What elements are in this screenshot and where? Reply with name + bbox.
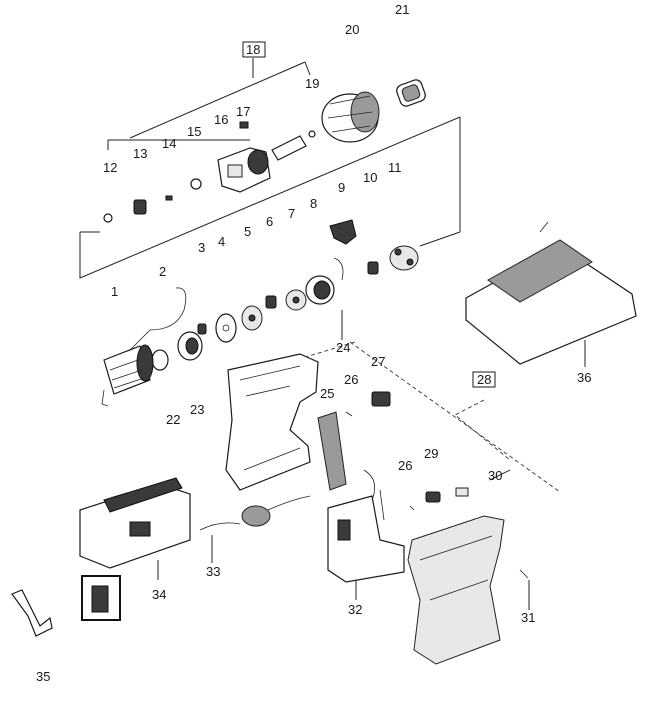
part-35-drawing: [11, 589, 53, 637]
part-number-labels: 1 2 3 4 5 6 7 8 9 10 11 12 13 14 15 16 1…: [36, 2, 591, 684]
part-24-drawing: [333, 257, 344, 281]
label-1: 1: [111, 284, 118, 299]
part-14-drawing: [165, 195, 173, 201]
battery-warning-icon: [81, 575, 121, 621]
part-32-drawing: [327, 469, 405, 583]
part-26a-drawing: [345, 411, 353, 417]
part-13-drawing: [133, 199, 147, 215]
label-12: 12: [103, 160, 117, 175]
label-23: 23: [190, 402, 204, 417]
label-36: 36: [577, 370, 591, 385]
part-8-drawing: [305, 275, 335, 305]
part-12-drawing: [103, 213, 113, 223]
label-34: 34: [152, 587, 166, 602]
label-26-b: 26: [398, 458, 412, 473]
label-18: 18: [246, 42, 260, 57]
label-29: 29: [424, 446, 438, 461]
part-25-drawing: [225, 353, 319, 491]
part-33-drawing: [199, 495, 311, 531]
label-35: 35: [36, 669, 50, 684]
label-10: 10: [363, 170, 377, 185]
group-28-box: [472, 371, 496, 388]
label-14: 14: [162, 136, 176, 151]
part-31-drawing: [519, 569, 529, 579]
label-21: 21: [395, 2, 409, 17]
part-5-drawing: [241, 305, 263, 331]
label-32: 32: [348, 602, 362, 617]
part-34-drawing: [79, 477, 191, 569]
label-9: 9: [338, 180, 345, 195]
leader-lines: [79, 58, 586, 610]
label-16: 16: [214, 112, 228, 127]
label-20: 20: [345, 22, 359, 37]
part-3-drawing: [197, 323, 207, 335]
part-30-housing-drawing: [407, 515, 505, 665]
label-11: 11: [388, 160, 402, 175]
part-9-drawing: [329, 219, 357, 245]
part-21-drawing: [396, 79, 426, 107]
label-27: 27: [371, 354, 385, 369]
part-29-drawing: [425, 491, 441, 503]
label-24: 24: [336, 340, 350, 355]
label-19: 19: [305, 76, 319, 91]
label-13: 13: [133, 146, 147, 161]
part-22-drawing: [151, 349, 169, 371]
label-28: 28: [477, 372, 491, 387]
part-20-drawing: [321, 91, 380, 143]
label-15: 15: [187, 124, 201, 139]
label-33: 33: [206, 564, 220, 579]
label-25: 25: [320, 386, 334, 401]
part-17-drawing: [239, 121, 249, 129]
part-25-plate-drawing: [317, 411, 347, 491]
label-17: 17: [236, 104, 250, 119]
part-2-drawing: [129, 287, 187, 351]
part-23-drawing: [177, 331, 203, 361]
group-18-box: [242, 41, 266, 58]
label-2: 2: [159, 264, 166, 279]
part-6-drawing: [265, 295, 277, 309]
part-36-drawing: [465, 221, 637, 365]
part-1-drawing: [101, 344, 154, 407]
part-26b-drawing: [409, 505, 415, 511]
label-5: 5: [244, 224, 251, 239]
part-16-drawing: [217, 147, 271, 193]
label-30: 30: [488, 468, 502, 483]
label-31: 31: [521, 610, 535, 625]
part-4-drawing: [215, 313, 237, 343]
part-27-drawing: [371, 391, 391, 407]
part-19-drawing: [271, 130, 316, 161]
part-30-drawing: [455, 487, 469, 497]
label-22: 22: [166, 412, 180, 427]
label-4: 4: [218, 234, 225, 249]
part-11-drawing: [389, 245, 419, 271]
label-6: 6: [266, 214, 273, 229]
label-3: 3: [198, 240, 205, 255]
parts-drawings: [11, 41, 637, 665]
label-8: 8: [310, 196, 317, 211]
label-7: 7: [288, 206, 295, 221]
part-15-drawing: [190, 178, 202, 190]
part-7-drawing: [285, 289, 307, 311]
part-10-drawing: [367, 261, 379, 275]
label-26-a: 26: [344, 372, 358, 387]
